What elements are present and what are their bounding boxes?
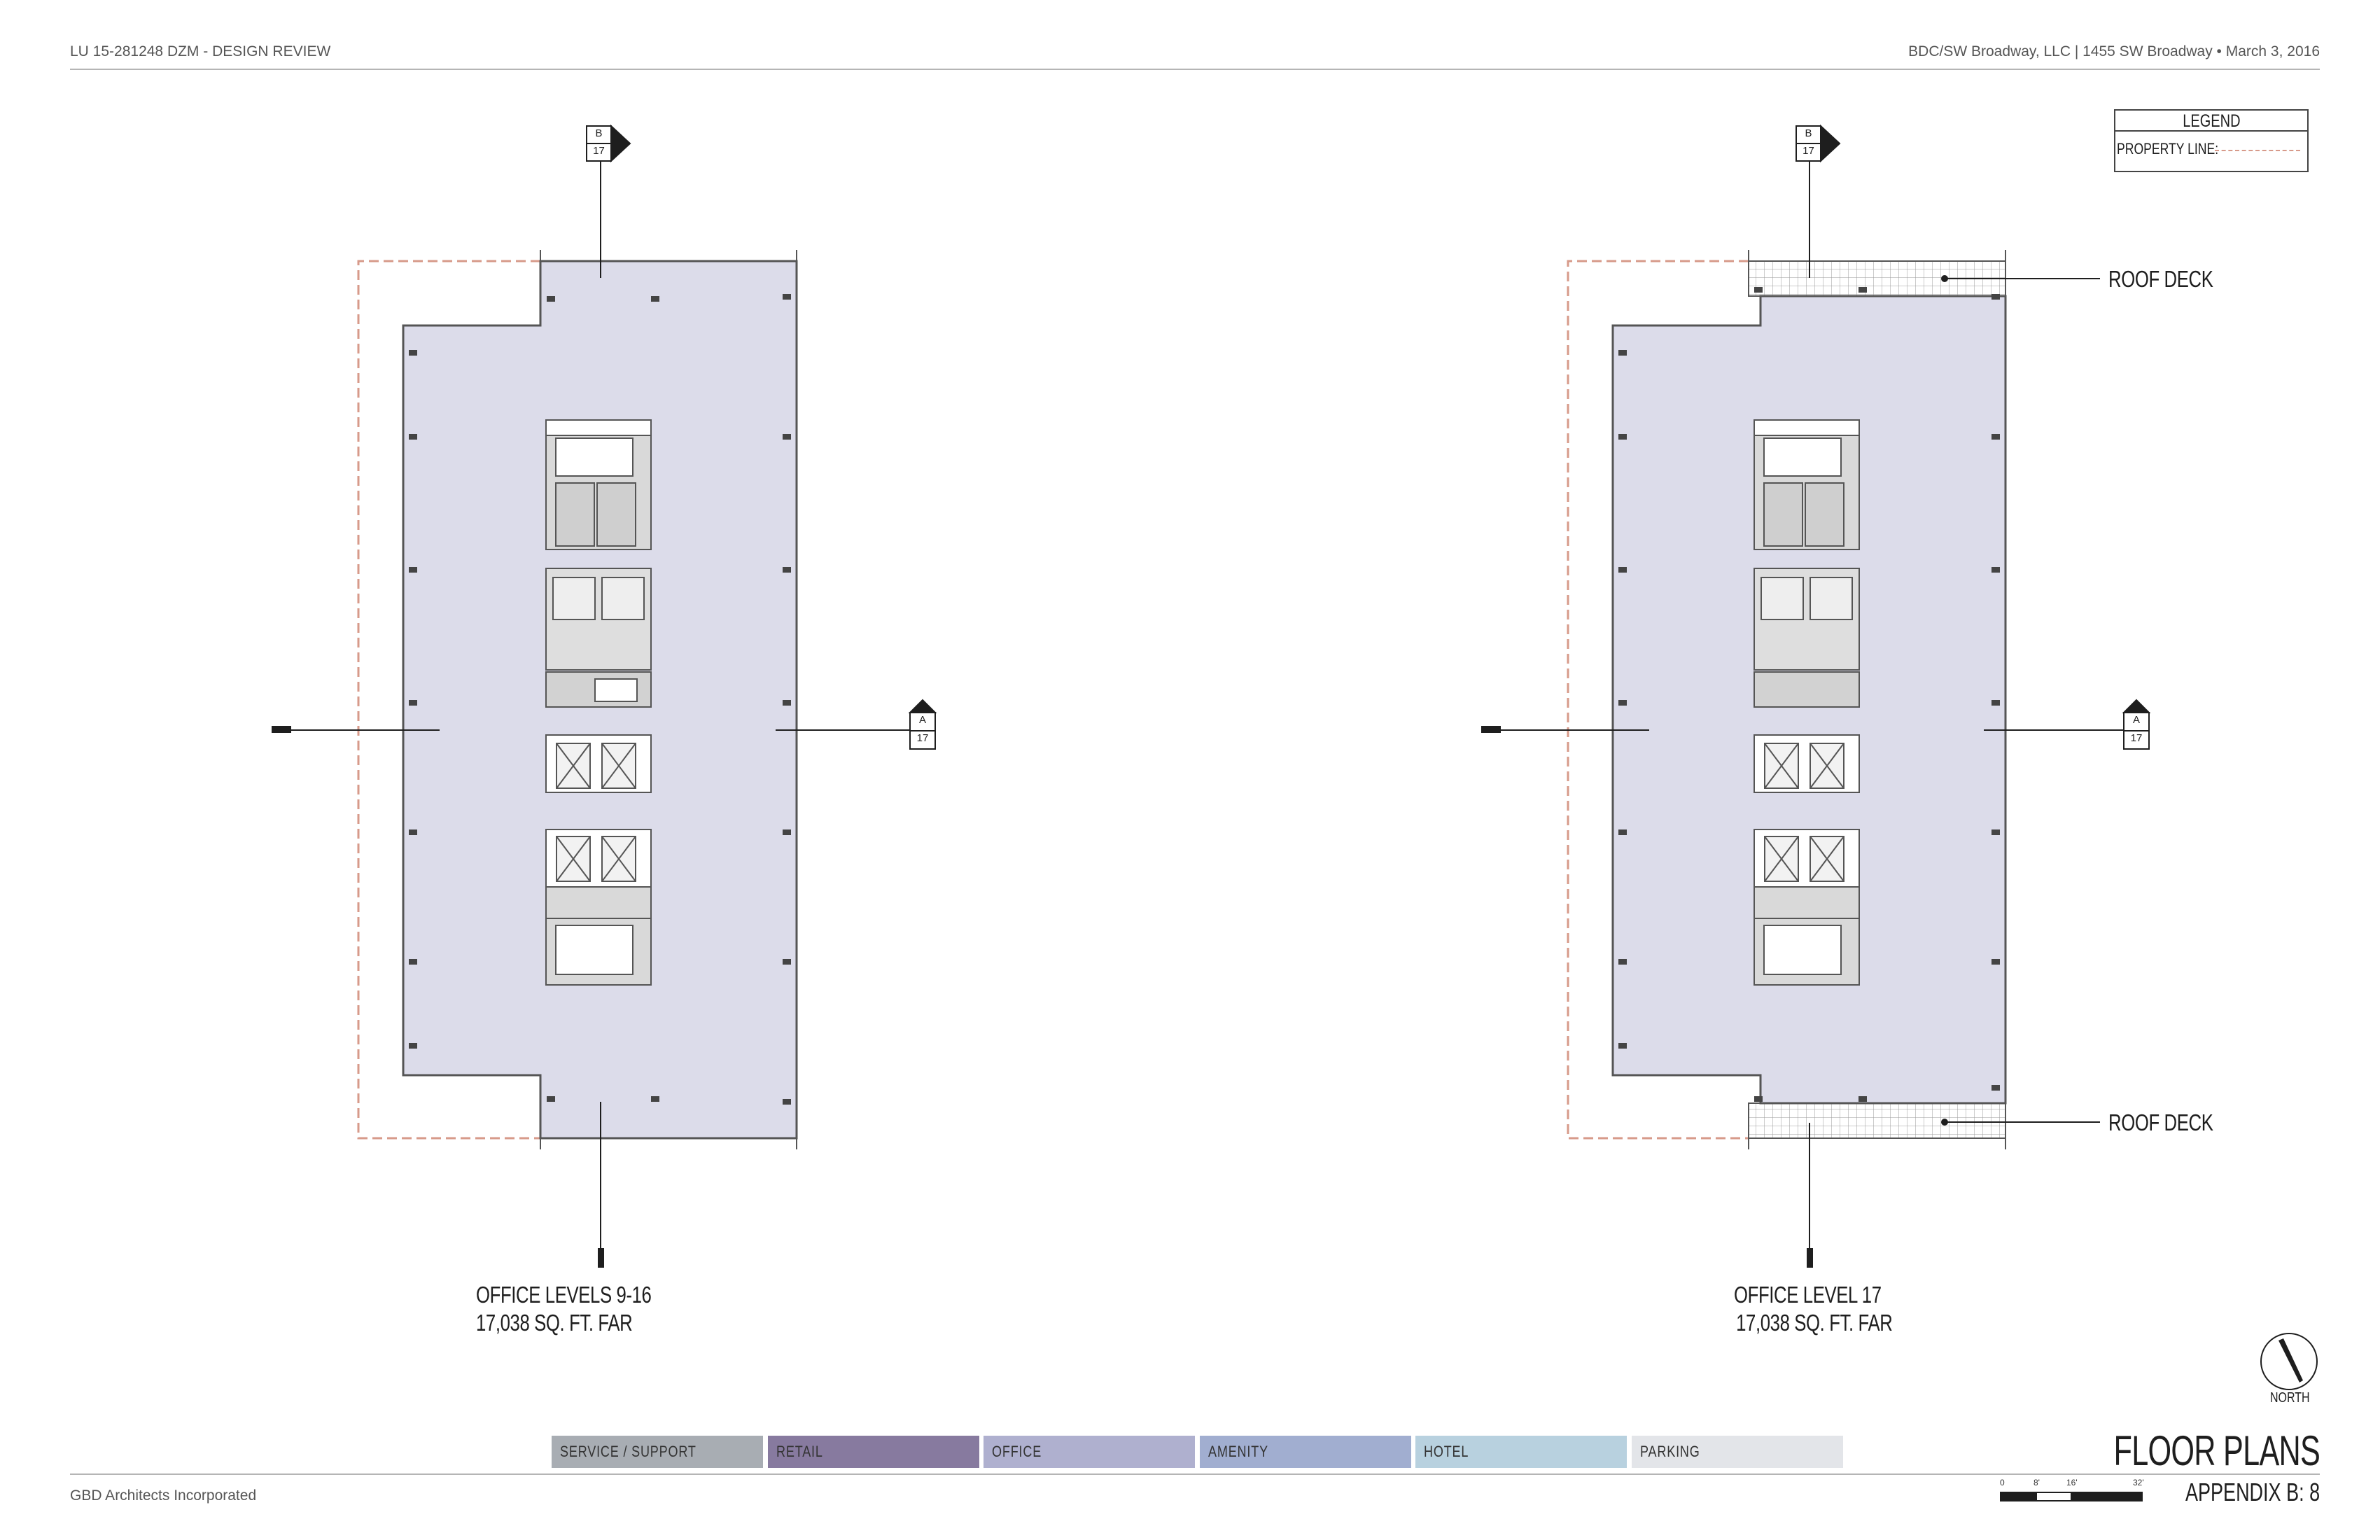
plan-1-area: 17,038 SQ. FT. FAR xyxy=(476,1310,633,1336)
building-core xyxy=(1754,419,1860,986)
north-arrow-icon xyxy=(2260,1333,2318,1390)
sheet-title: FLOOR PLANS xyxy=(2113,1427,2320,1474)
section-b-number: 17 xyxy=(1802,145,1814,157)
project-number: LU 15-281248 DZM - DESIGN REVIEW xyxy=(70,43,331,59)
north-label: NORTH xyxy=(2270,1390,2310,1406)
key-parking: PARKING xyxy=(1632,1436,1843,1468)
section-a-letter: A xyxy=(2132,714,2140,726)
sheet-subtitle: APPENDIX B: 8 xyxy=(2185,1478,2320,1506)
legend: LEGEND PROPERTY LINE: xyxy=(2114,109,2309,172)
key-office: OFFICE xyxy=(983,1436,1195,1468)
project-client-date: BDC/SW Broadway, LLC | 1455 SW Broadway … xyxy=(1908,43,2320,59)
scale-tick-label: 8' xyxy=(2033,1478,2040,1488)
plan-2-title: OFFICE LEVEL 17 17,038 SQ. FT. FAR xyxy=(1734,1281,1893,1337)
section-marker-a xyxy=(2122,699,2151,750)
key-amenity: AMENITY xyxy=(1200,1436,1411,1468)
section-a-letter: A xyxy=(918,714,926,726)
roof-deck-callout: ROOF DECK xyxy=(2108,266,2213,292)
key-retail: RETAIL xyxy=(768,1436,979,1468)
plan-office-level-17 xyxy=(1481,124,2151,1268)
footer-rule xyxy=(70,1474,2320,1475)
header-rule xyxy=(70,69,2320,70)
section-a-number: 17 xyxy=(916,732,929,744)
scale-tick-label: 0 xyxy=(2000,1478,2005,1488)
key-hotel: HOTEL xyxy=(1415,1436,1627,1468)
section-b-number: 17 xyxy=(593,145,605,157)
section-marker-b xyxy=(586,124,631,163)
plan-office-levels-9-16 xyxy=(272,124,937,1268)
scale-tick-label: 32' xyxy=(2133,1478,2144,1488)
roof-deck-south xyxy=(1748,1102,2006,1139)
graphic-scale xyxy=(2000,1492,2143,1502)
roof-deck-callout: ROOF DECK xyxy=(2108,1110,2213,1135)
section-b-letter: B xyxy=(595,127,603,139)
section-b-letter: B xyxy=(1805,127,1812,139)
legend-property-line-label: PROPERTY LINE: xyxy=(2117,140,2219,158)
firm-name: GBD Architects Incorporated xyxy=(70,1488,257,1504)
building-core xyxy=(545,419,652,986)
legend-property-line-sample xyxy=(2215,150,2300,151)
scale-tick-label: 16' xyxy=(2066,1478,2078,1488)
section-marker-a xyxy=(908,699,937,750)
plan-2-area: 17,038 SQ. FT. FAR xyxy=(1736,1310,1893,1336)
legend-title: LEGEND xyxy=(2182,111,2241,131)
plan-1-title-line1: OFFICE LEVELS 9-16 xyxy=(476,1282,652,1308)
section-a-number: 17 xyxy=(2130,732,2143,744)
section-marker-b xyxy=(1795,124,1841,163)
key-service-support: SERVICE / SUPPORT xyxy=(552,1436,763,1468)
plan-1-title: OFFICE LEVELS 9-16 17,038 SQ. FT. FAR xyxy=(476,1281,652,1337)
plan-2-title-line1: OFFICE LEVEL 17 xyxy=(1734,1282,1882,1308)
